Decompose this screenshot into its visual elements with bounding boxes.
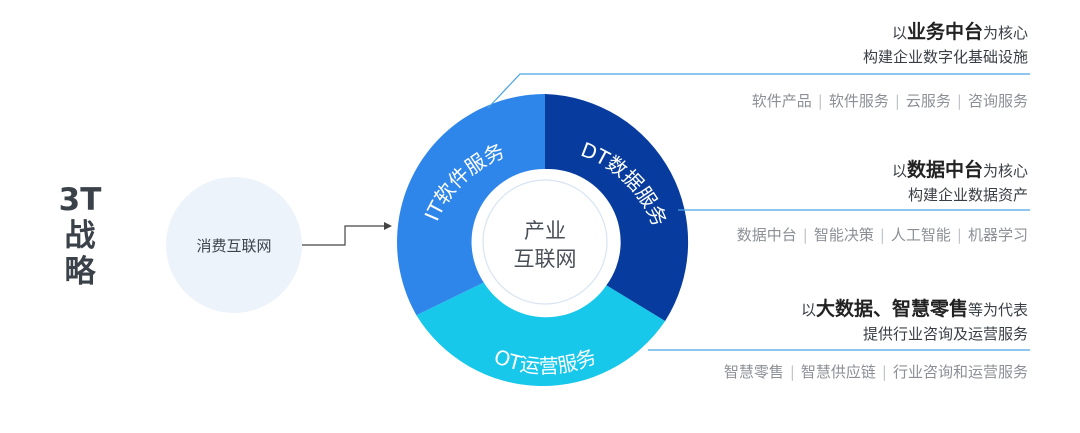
tag-item: 智能决策	[813, 226, 874, 244]
title-line-2: 战	[64, 218, 96, 254]
center-label-line-1: 产业	[524, 219, 566, 243]
section-data-subtitle: 构建企业数据资产	[907, 186, 1028, 204]
section-business-subtitle: 构建企业数字化基础设施	[862, 48, 1028, 66]
arrow-head-icon	[384, 222, 392, 230]
section-business-tags: 软件产品|软件服务|云服务|咨询服务	[751, 92, 1028, 110]
section-business-prefix: 以	[891, 24, 907, 42]
section-ops: 以大数据、智慧零售等为代表 提供行业咨询及运营服务 智慧零售|智慧供应链|行业咨…	[724, 297, 1028, 382]
tag-item: 咨询服务	[967, 92, 1028, 110]
section-business-suffix: 为核心	[982, 24, 1028, 42]
connector-line	[302, 225, 386, 246]
section-business: 以业务中台为核心 构建企业数字化基础设施 软件产品|软件服务|云服务|咨询服务	[752, 20, 1028, 111]
tag-item: 智慧供应链	[800, 363, 876, 381]
segment-ot	[416, 282, 666, 386]
strategy-title: 3T 战 略	[52, 182, 108, 290]
center-circle	[475, 172, 615, 312]
tag-item: 数据中台	[736, 226, 797, 244]
segment-it	[397, 94, 545, 316]
section-ops-heading: 以大数据、智慧零售等为代表	[724, 297, 1028, 322]
section-ops-keyword: 大数据、智慧零售	[815, 298, 968, 320]
section-data-prefix: 以	[891, 162, 907, 180]
tag-item: 机器学习	[967, 226, 1028, 244]
section-data: 以数据中台为核心 构建企业数据资产 数据中台|智能决策|人工智能|机器学习	[737, 158, 1028, 245]
title-line-3: 略	[64, 254, 96, 290]
tag-item: 行业咨询和运营服务	[892, 363, 1028, 381]
segment-dt	[545, 94, 689, 321]
tag-item: 软件服务	[828, 92, 889, 110]
section-ops-suffix: 等为代表	[967, 301, 1028, 319]
section-ops-tags: 智慧零售|智慧供应链|行业咨询和运营服务	[723, 363, 1028, 381]
leader-line-business	[487, 73, 1030, 109]
consumer-internet-circle: 消费互联网	[166, 177, 302, 313]
title-line-1: 3T	[58, 182, 102, 218]
section-data-tags: 数据中台|智能决策|人工智能|机器学习	[736, 226, 1028, 244]
center-ring	[482, 179, 608, 305]
section-ops-subtitle: 提供行业咨询及运营服务	[862, 325, 1028, 343]
section-data-heading: 以数据中台为核心	[737, 158, 1028, 183]
tag-item: 软件产品	[751, 92, 812, 110]
consumer-internet-label: 消费互联网	[196, 236, 272, 255]
section-business-heading: 以业务中台为核心	[752, 20, 1028, 45]
section-data-keyword: 数据中台	[906, 159, 983, 181]
center-label-line-2: 互联网	[514, 247, 577, 271]
section-data-suffix: 为核心	[982, 162, 1028, 180]
section-ops-prefix: 以	[800, 301, 816, 319]
tag-item: 智慧零售	[723, 363, 784, 381]
section-business-keyword: 业务中台	[906, 21, 983, 43]
tag-item: 人工智能	[890, 226, 951, 244]
tag-item: 云服务	[905, 92, 951, 110]
